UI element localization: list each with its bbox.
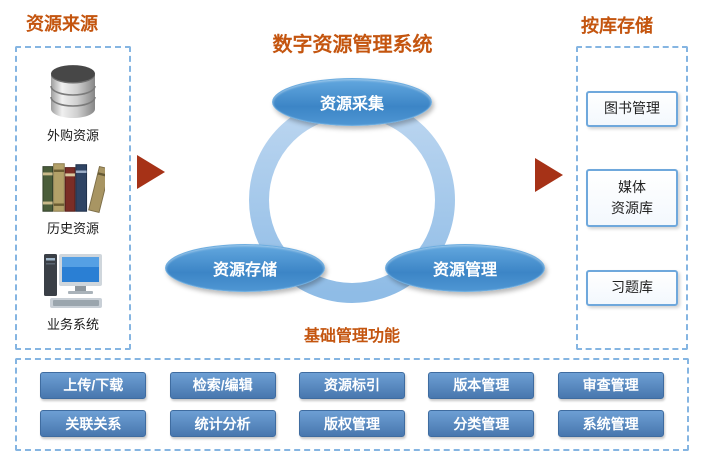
source-label: 外购资源 (46, 128, 99, 144)
storage-title: 按库存储 (581, 16, 653, 36)
storage-panel: 图书管理 媒体 资源库 习题库 (576, 46, 688, 350)
function-button: 版本管理 (428, 371, 535, 399)
database-icon (45, 63, 101, 121)
node-resource-management: 资源管理 (385, 244, 545, 292)
node-resource-collection: 资源采集 (272, 78, 432, 126)
function-row-2: 关联关系 统计分析 版权管理 分类管理 系统管理 (17, 410, 687, 438)
source-item-purchased: 外购资源 (45, 63, 101, 144)
store-box-media-library: 媒体 资源库 (586, 169, 678, 227)
source-item-historical: 历史资源 (41, 160, 111, 237)
function-button: 系统管理 (557, 410, 664, 438)
functions-panel: 上传/下载 检索/编辑 资源标引 版本管理 审查管理 关联关系 统计分析 版权管… (15, 358, 689, 451)
store-box-book-management: 图书管理 (586, 90, 678, 127)
source-label: 业务系统 (46, 316, 99, 332)
source-item-business: 业务系统 (42, 252, 104, 333)
books-icon (41, 160, 111, 214)
flow-arrow-left (137, 155, 165, 189)
sources-panel: 外购资源 (15, 46, 131, 350)
flow-arrow-right (535, 158, 563, 192)
function-button: 资源标引 (298, 371, 405, 399)
function-button: 统计分析 (169, 410, 276, 438)
function-button: 版权管理 (298, 410, 405, 438)
function-row-1: 上传/下载 检索/编辑 资源标引 版本管理 审查管理 (17, 371, 687, 399)
ring-caption: 基础管理功能 (303, 328, 400, 345)
function-button: 检索/编辑 (169, 371, 276, 399)
node-resource-storage: 资源存储 (165, 244, 325, 292)
store-box-exercise-library: 习题库 (586, 269, 678, 306)
function-button: 关联关系 (40, 410, 147, 438)
source-label: 历史资源 (46, 220, 99, 236)
function-button: 分类管理 (428, 410, 535, 438)
sources-title: 资源来源 (26, 14, 98, 34)
store-box-label: 媒体 (618, 179, 646, 195)
function-button: 审查管理 (557, 371, 664, 399)
computer-icon (42, 252, 104, 310)
system-title: 数字资源管理系统 (272, 34, 433, 56)
function-button: 上传/下载 (40, 371, 147, 399)
store-box-label: 资源库 (611, 200, 653, 216)
